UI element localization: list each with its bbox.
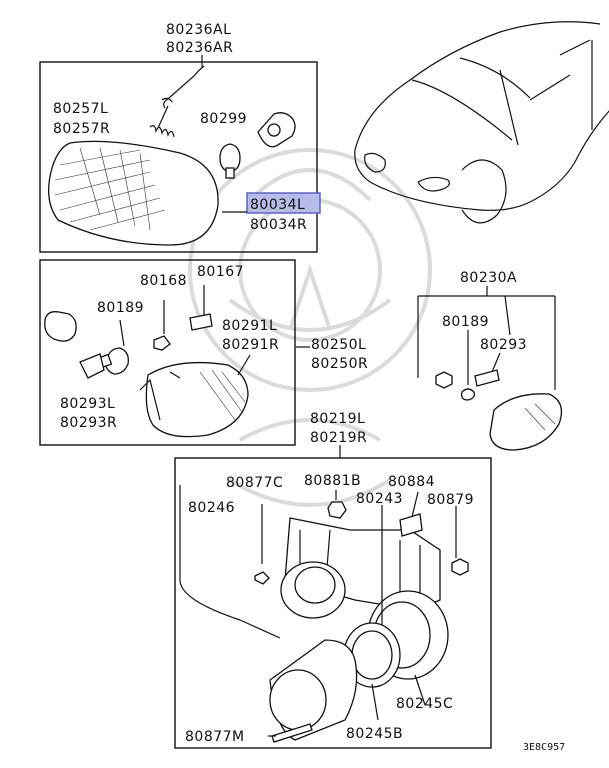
front-lamp-group-frame — [39, 61, 318, 253]
nut-881b-part[interactable] — [327, 501, 347, 519]
label-80189[interactable]: 80189 — [97, 300, 144, 316]
label-80881b[interactable]: 80881B — [304, 473, 361, 489]
label-80257r[interactable]: 80257R — [53, 121, 110, 137]
side-lamp-lens-part[interactable] — [139, 361, 249, 438]
front-lens-part[interactable] — [47, 140, 219, 246]
side-lamp-group-frame — [39, 259, 296, 446]
label-80299[interactable]: 80299 — [200, 111, 247, 127]
part-labels: 80236AL 80236AR 80257L 80257R 80299 8003… — [53, 22, 565, 753]
label-side-80189[interactable]: 80189 — [442, 314, 489, 330]
diagram-code: 3E8C957 — [523, 742, 565, 753]
label-80243[interactable]: 80243 — [356, 491, 403, 507]
label-80245c[interactable]: 80245C — [396, 696, 453, 712]
label-80293r[interactable]: 80293R — [60, 415, 117, 431]
label-80246[interactable]: 80246 — [188, 500, 235, 516]
label-80245b[interactable]: 80245B — [346, 726, 403, 742]
label-80250r[interactable]: 80250R — [311, 356, 368, 372]
side-marker-bracket-part[interactable] — [474, 369, 500, 387]
label-80168[interactable]: 80168 — [140, 273, 187, 289]
label-80879[interactable]: 80879 — [427, 492, 474, 508]
label-80236ar[interactable]: 80236AR — [166, 40, 233, 56]
label-80034l[interactable]: 80034L — [250, 197, 305, 213]
clip-884-part[interactable] — [399, 513, 423, 537]
label-80230a[interactable]: 80230A — [460, 270, 517, 286]
clip-part[interactable] — [189, 313, 213, 331]
selected-part-highlight — [246, 192, 321, 214]
car-body-illustration — [354, 21, 609, 224]
spring-part[interactable] — [149, 97, 175, 138]
label-80236al[interactable]: 80236AL — [166, 22, 231, 38]
lever-rod-part[interactable] — [163, 65, 205, 109]
mount-screw-c-part[interactable] — [254, 571, 270, 585]
label-80167[interactable]: 80167 — [197, 264, 244, 280]
side-marker-nut-part[interactable] — [435, 371, 453, 389]
nut-879-part[interactable] — [451, 558, 469, 576]
label-80877m[interactable]: 80877M — [185, 729, 245, 745]
label-80257l[interactable]: 80257L — [53, 101, 108, 117]
side-marker-group — [417, 286, 556, 390]
side-holder-clip-part[interactable] — [79, 353, 105, 379]
mount-screw-m-part[interactable] — [271, 723, 313, 743]
label-80219r[interactable]: 80219R — [310, 430, 367, 446]
side-marker-bulb-part[interactable] — [460, 388, 476, 401]
fog-lamp-dome-part[interactable] — [280, 561, 346, 619]
label-80293l[interactable]: 80293L — [60, 396, 115, 412]
front-socket-part[interactable] — [257, 112, 296, 148]
side-marker-lens-part[interactable] — [489, 393, 563, 451]
label-80884[interactable]: 80884 — [388, 474, 435, 490]
label-80291r[interactable]: 80291R — [222, 337, 279, 353]
label-80250l[interactable]: 80250L — [311, 337, 366, 353]
label-80877c[interactable]: 80877C — [226, 475, 283, 491]
front-bulb-part[interactable] — [219, 143, 241, 179]
small-nut-part[interactable] — [153, 335, 171, 351]
label-80293[interactable]: 80293 — [480, 337, 527, 353]
label-80219l[interactable]: 80219L — [310, 411, 365, 427]
label-80034r[interactable]: 80034R — [250, 217, 307, 233]
fog-cone-housing-part[interactable] — [269, 639, 358, 741]
label-80291l[interactable]: 80291L — [222, 318, 277, 334]
ring-seal-b-part[interactable] — [343, 622, 401, 688]
side-socket-part[interactable] — [44, 311, 77, 342]
fog-lamp-group-frame — [174, 457, 492, 749]
leader-lines — [119, 55, 457, 737]
